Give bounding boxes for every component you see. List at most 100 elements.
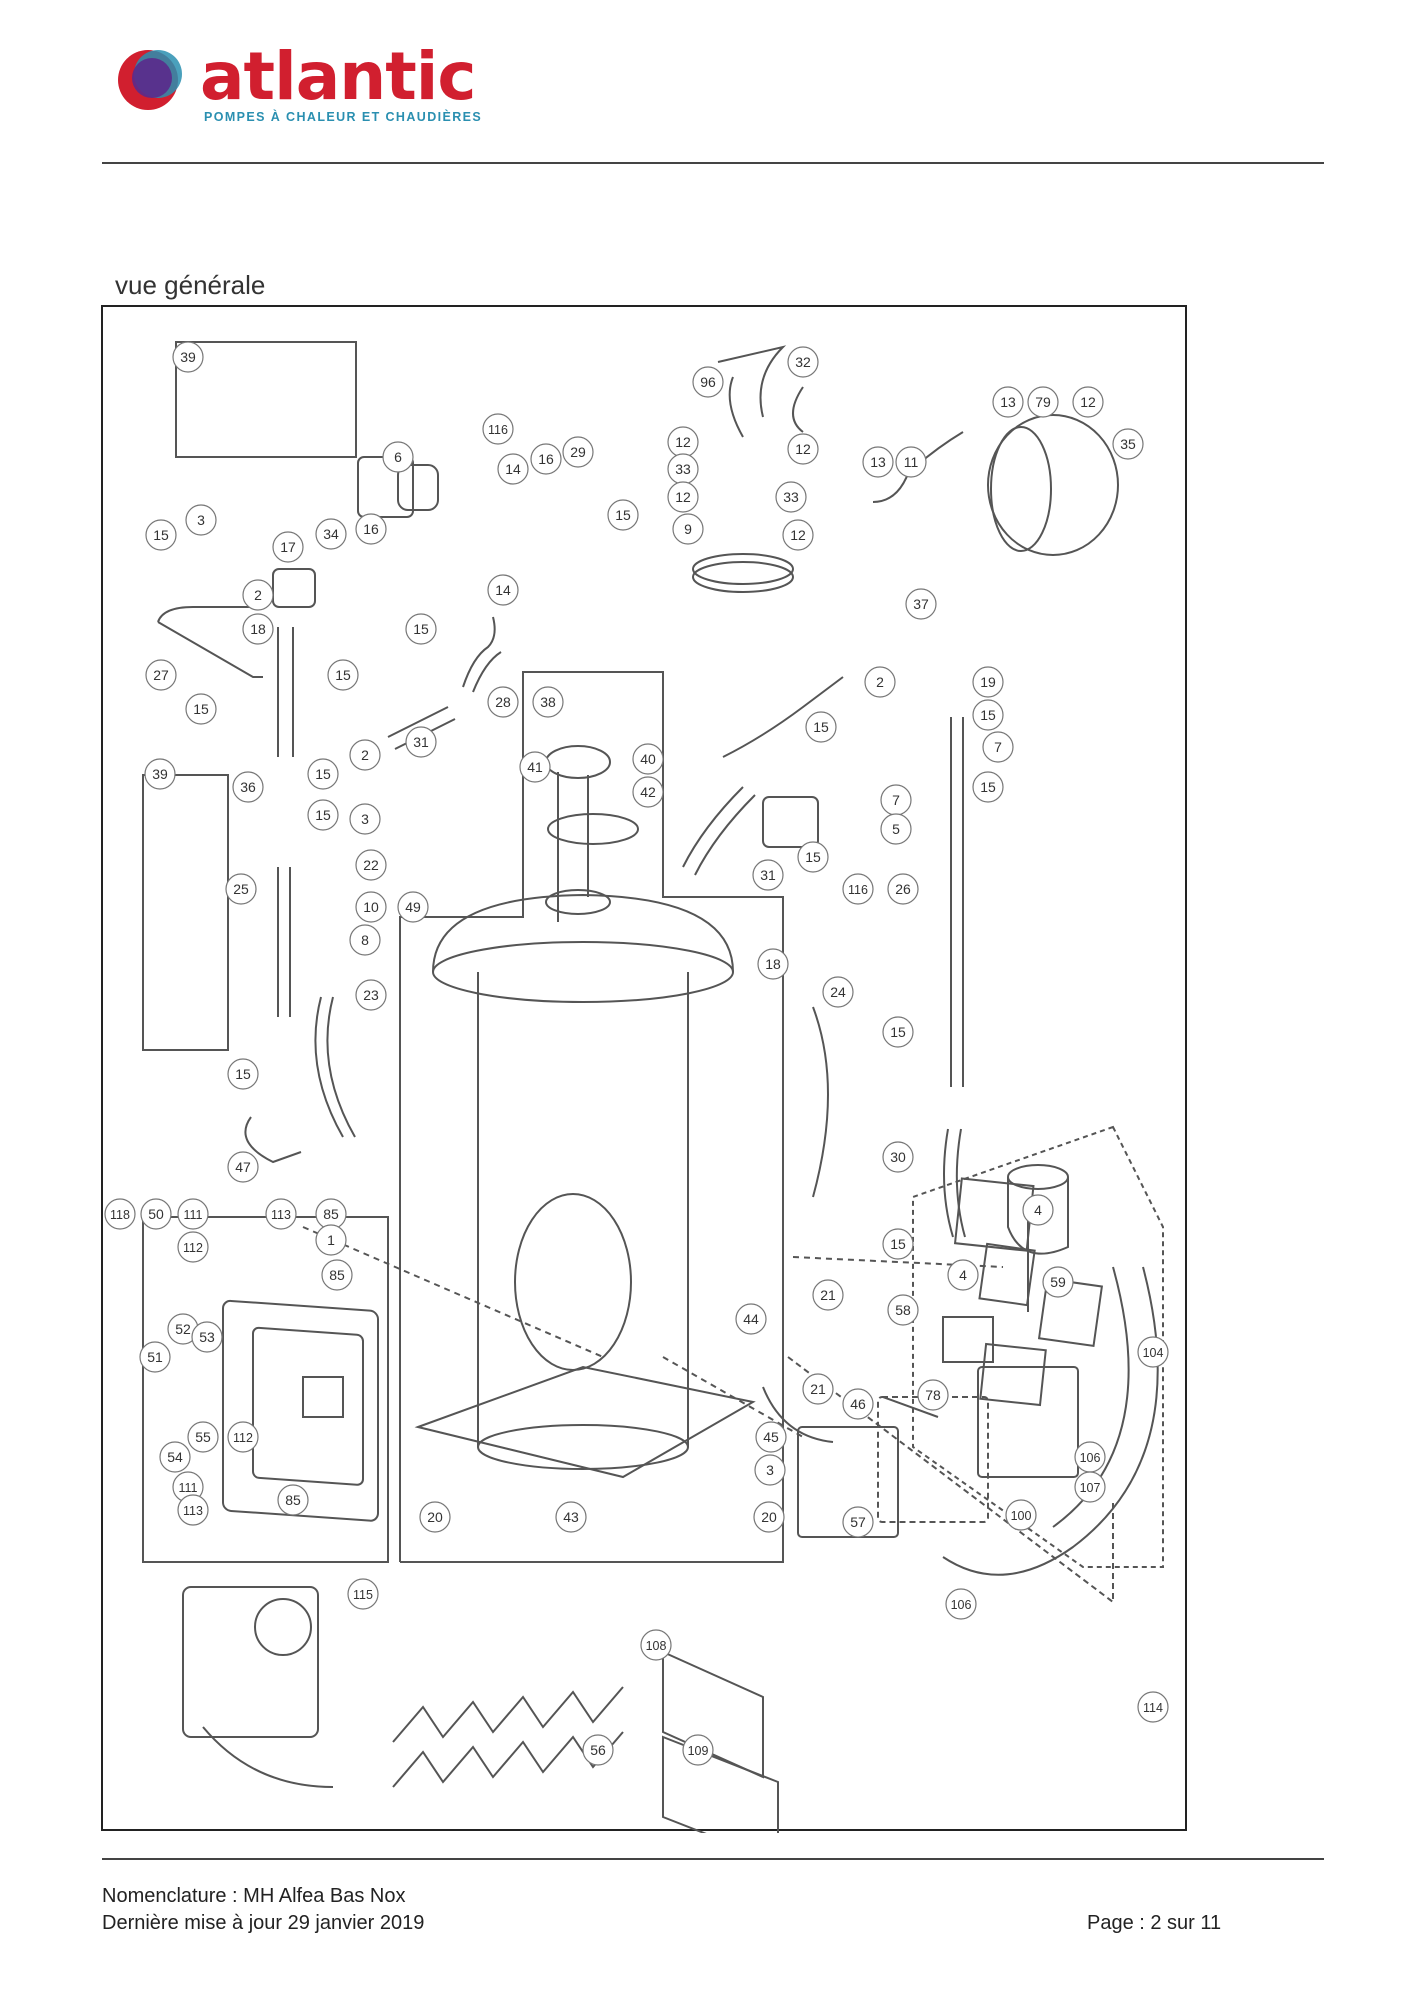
callout-85: 85 [315,1198,347,1230]
callout-36: 36 [232,771,264,803]
callout-label: 53 [199,1329,215,1345]
callout-label: 96 [700,374,716,390]
callout-21: 21 [802,1373,834,1405]
callout-16: 16 [355,513,387,545]
callout-label: 24 [830,984,846,1000]
callout-12: 12 [1072,386,1104,418]
callout-11: 11 [895,446,927,478]
callout-label: 31 [760,867,776,883]
callout-51: 51 [139,1341,171,1373]
callout-109: 109 [682,1734,714,1766]
callout-label: 44 [743,1311,759,1327]
callout-52: 52 [167,1313,199,1345]
callout-31: 31 [752,859,784,891]
callout-label: 20 [427,1509,443,1525]
callout-17: 17 [272,531,304,563]
callout-106: 106 [945,1588,977,1620]
callout-111: 111 [177,1198,209,1230]
callout-2: 2 [864,666,896,698]
callout-label: 5 [892,821,900,837]
callout-label: 12 [675,489,691,505]
callout-label: 106 [951,1598,972,1612]
callout-label: 10 [363,899,379,915]
callout-label: 16 [363,521,379,537]
callout-label: 42 [640,784,656,800]
callout-12: 12 [667,481,699,513]
callout-label: 15 [813,719,829,735]
callout-46: 46 [842,1388,874,1420]
callout-label: 14 [505,461,521,477]
callout-label: 46 [850,1396,866,1412]
callout-59: 59 [1042,1266,1074,1298]
callout-15: 15 [185,693,217,725]
callout-31: 31 [405,726,437,758]
callout-3: 3 [349,803,381,835]
callout-label: 35 [1120,436,1136,452]
brand-name: atlantic [200,38,477,115]
callout-8: 8 [349,924,381,956]
callout-label: 111 [183,1208,202,1222]
callout-label: 29 [570,444,586,460]
callout-label: 15 [153,527,169,543]
callout-label: 15 [980,779,996,795]
callout-15: 15 [972,771,1004,803]
callout-label: 15 [193,701,209,717]
callout-14: 14 [487,574,519,606]
callout-label: 112 [183,1241,203,1255]
callout-label: 106 [1080,1451,1101,1465]
callout-15: 15 [805,711,837,743]
callout-116: 116 [482,413,514,445]
callout-104: 104 [1137,1336,1169,1368]
callout-label: 33 [783,489,799,505]
callout-label: 114 [1143,1701,1163,1715]
callout-107: 107 [1074,1471,1106,1503]
callout-label: 59 [1050,1274,1066,1290]
callout-100: 100 [1005,1499,1037,1531]
callout-label: 100 [1011,1509,1032,1523]
callout-35: 35 [1112,428,1144,460]
callout-14: 14 [497,453,529,485]
callout-57: 57 [842,1506,874,1538]
header-divider [102,162,1324,164]
callout-96: 96 [692,366,724,398]
callout-label: 30 [890,1149,906,1165]
callout-label: 15 [413,621,429,637]
callout-112: 112 [177,1231,209,1263]
callout-label: 57 [850,1514,866,1530]
callout-label: 15 [980,707,996,723]
callout-44: 44 [735,1303,767,1335]
callout-58: 58 [887,1294,919,1326]
callout-40: 40 [632,743,664,775]
callout-label: 3 [766,1462,774,1478]
brand-tagline: POMPES À CHALEUR ET CHAUDIÈRES [204,110,483,124]
callout-label: 23 [363,987,379,1003]
callout-15: 15 [307,799,339,831]
callout-label: 32 [795,354,811,370]
callout-34: 34 [315,518,347,550]
callout-label: 108 [646,1639,667,1653]
callout-label: 15 [235,1066,251,1082]
callout-label: 1 [327,1232,335,1248]
callout-6: 6 [382,441,414,473]
callout-label: 4 [959,1267,967,1283]
callout-53: 53 [191,1321,223,1353]
callout-label: 3 [197,512,205,528]
callout-41: 41 [519,751,551,783]
callout-label: 20 [761,1509,777,1525]
callout-label: 16 [538,451,554,467]
callout-19: 19 [972,666,1004,698]
callout-115: 115 [347,1578,379,1610]
callout-39: 39 [172,341,204,373]
callout-106: 106 [1074,1441,1106,1473]
callout-15: 15 [882,1228,914,1260]
callout-24: 24 [822,976,854,1008]
callout-37: 37 [905,588,937,620]
callout-label: 116 [848,883,868,897]
callout-2: 2 [242,579,274,611]
callout-33: 33 [667,453,699,485]
callout-label: 40 [640,751,656,767]
callout-label: 14 [495,582,511,598]
inset-box-top-left [175,341,357,458]
callout-33: 33 [775,481,807,513]
